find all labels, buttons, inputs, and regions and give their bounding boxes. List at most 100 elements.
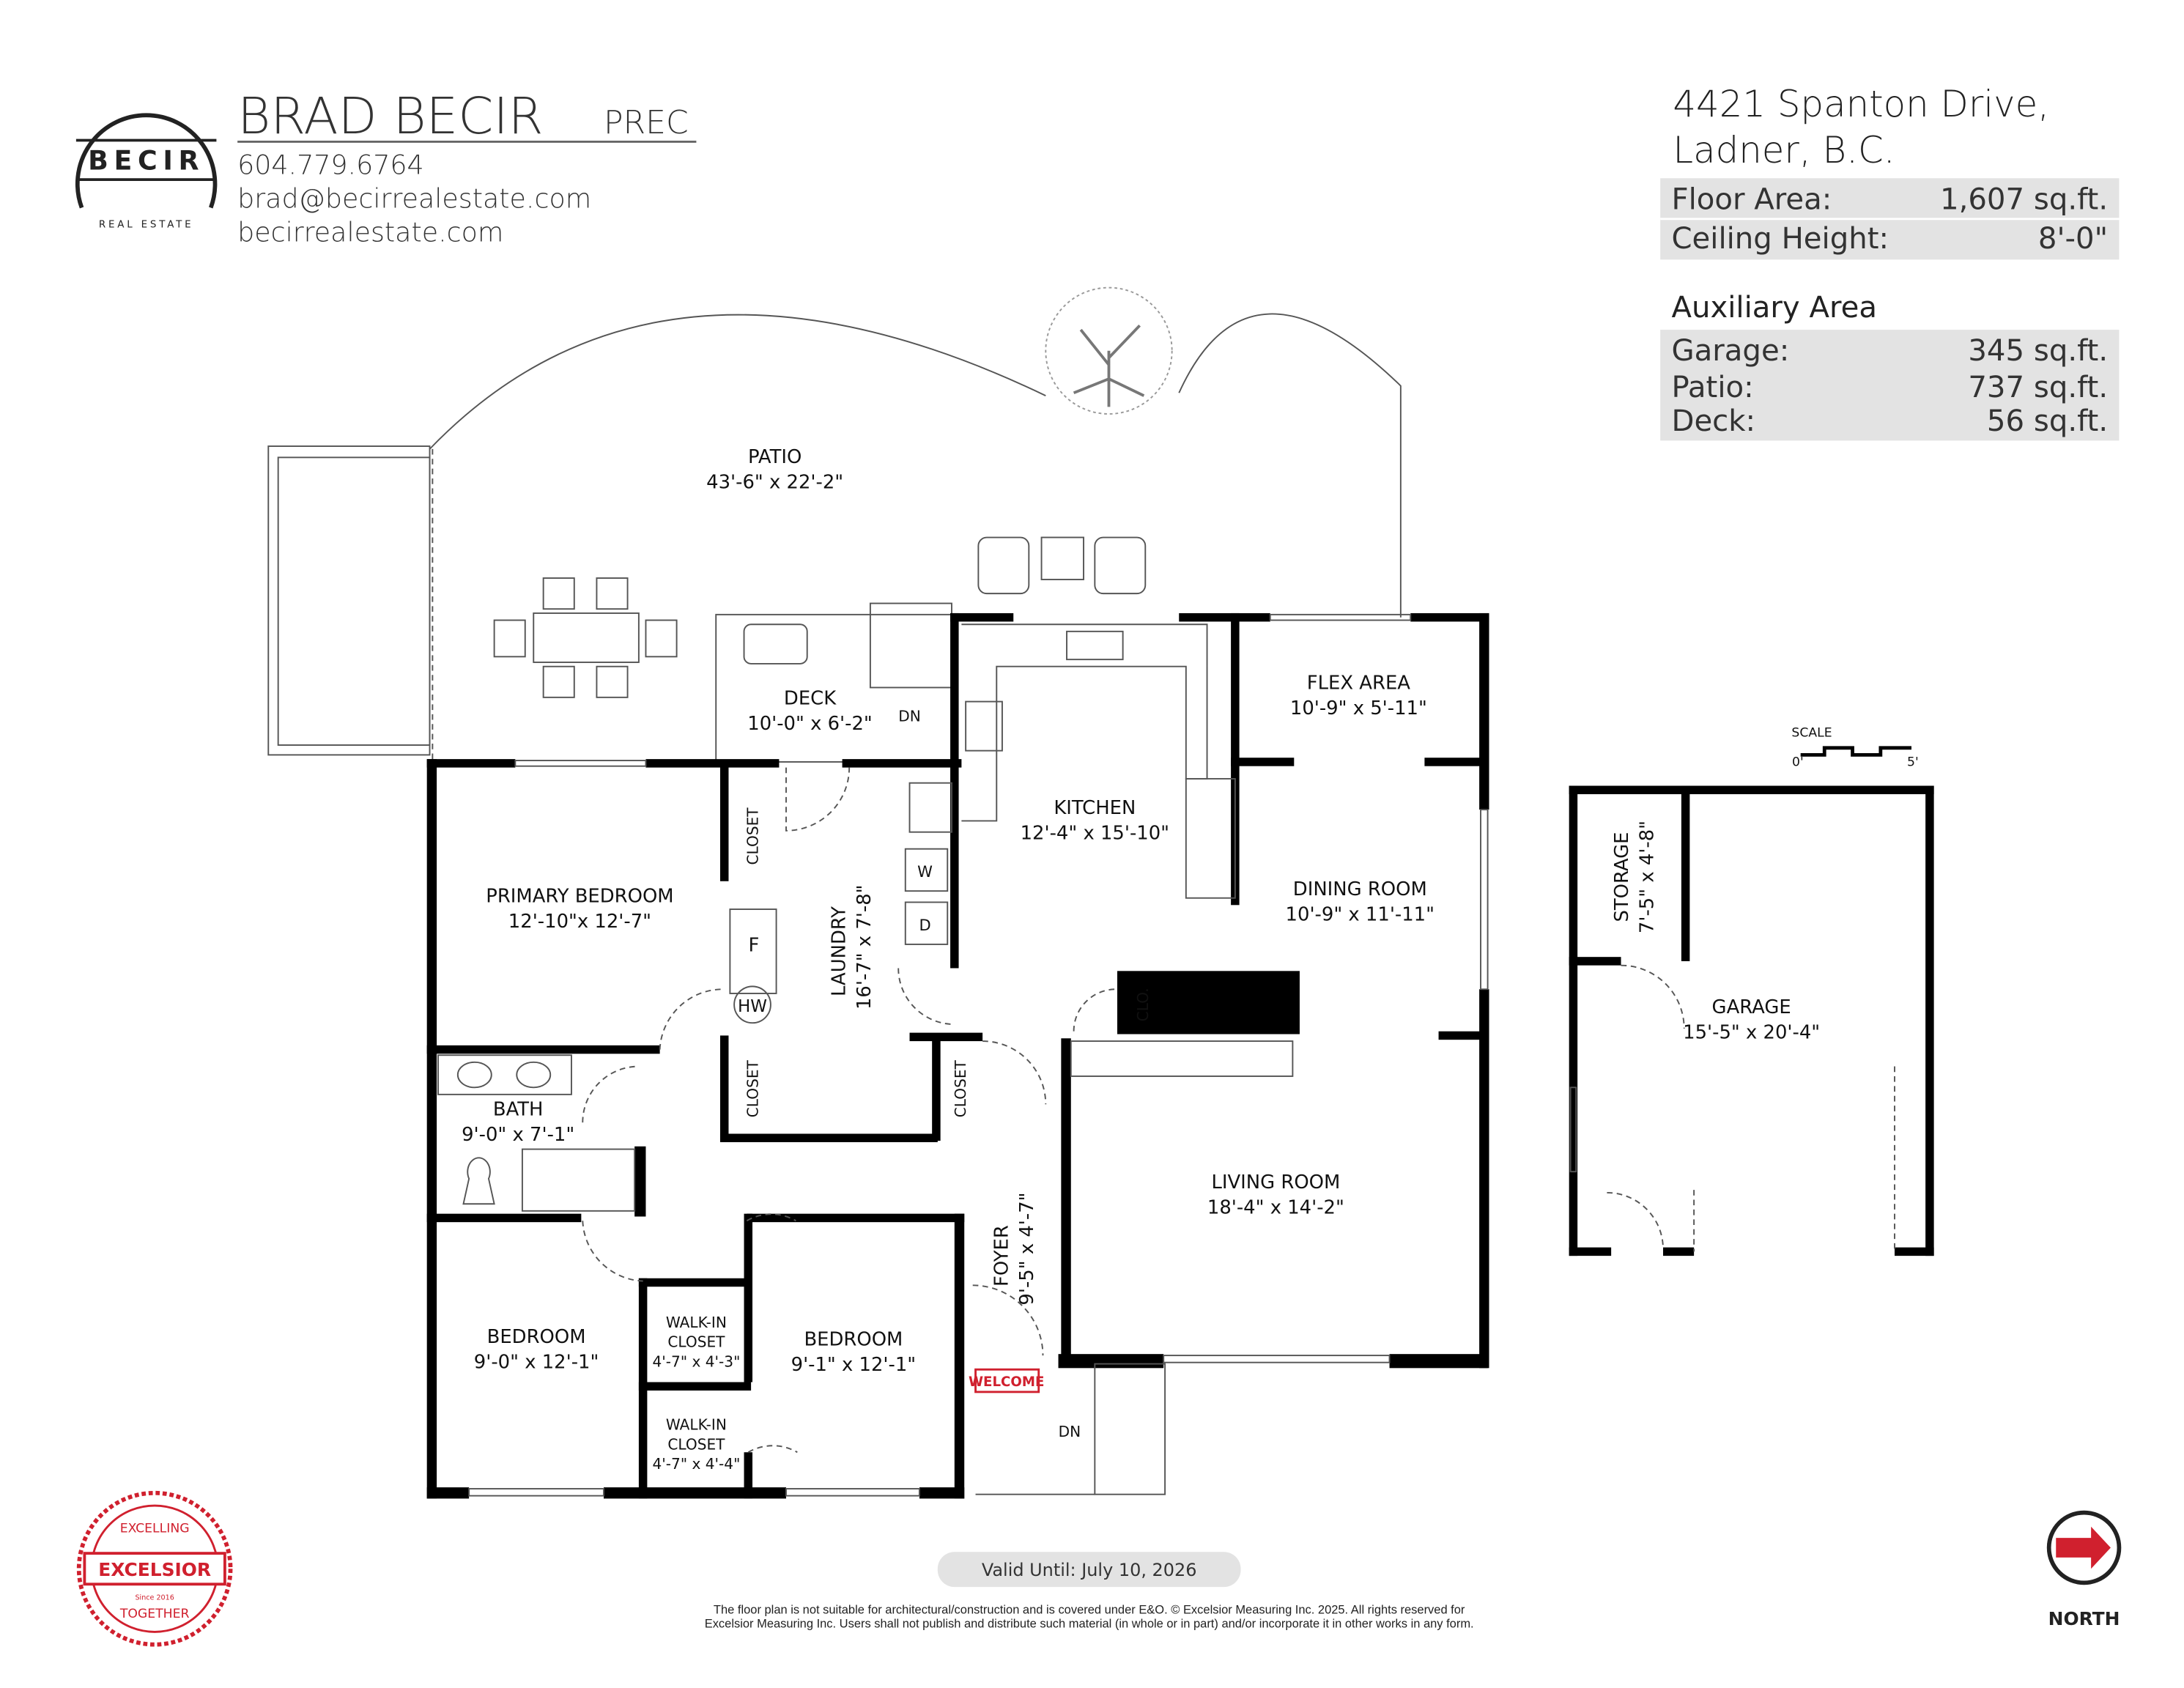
fireplace-hearth <box>1070 1040 1294 1077</box>
garage-area-value: 345 sq.ft. <box>1968 334 2108 368</box>
patio-chairs-icon <box>977 536 1147 595</box>
welcome-mat-label: WELCOME <box>969 1374 1044 1390</box>
deck-name: DECK <box>784 687 837 709</box>
agent-website[interactable]: becirrealestate.com <box>237 216 503 248</box>
north-label: NORTH <box>2048 1608 2120 1629</box>
windows <box>468 613 1489 1497</box>
north-arrow-icon <box>2046 1510 2122 1585</box>
patio-name: PATIO <box>748 446 802 468</box>
patio-dims: 43'-6" x 22'-2" <box>706 471 843 493</box>
logo-subtext: REAL ESTATE <box>99 219 194 230</box>
clo-label: CLO. <box>1134 988 1152 1021</box>
welcome-mat <box>974 1368 1040 1393</box>
laundry-dims: 16'-7" x 7'-8" <box>854 884 876 1010</box>
garage-walls <box>1569 785 1934 1256</box>
bedroom2-name: BEDROOM <box>487 1326 586 1348</box>
freezer-label: F <box>748 935 759 957</box>
badge-middle: EXCELSIOR <box>98 1559 211 1580</box>
primary-bedroom-name: PRIMARY BEDROOM <box>486 885 673 907</box>
primary-closet-label: CLOSET <box>744 807 762 865</box>
storage-dims: 7'-5" x 4'-8" <box>1637 821 1659 933</box>
agent-email[interactable]: brad@becirrealestate.com <box>237 182 591 214</box>
deck-area-value: 56 sq.ft. <box>1987 404 2108 438</box>
hall-closet-label: CLOSET <box>952 1059 969 1117</box>
walkin2-name1: WALK-IN <box>666 1416 727 1434</box>
dryer-icon <box>904 901 949 945</box>
agent-logo: BECIR REAL ESTATE <box>75 113 218 230</box>
kitchen-dims: 12'-4" x 15'-10" <box>1021 822 1169 844</box>
shower-icon <box>521 1148 636 1212</box>
toilet-icon <box>462 1157 495 1205</box>
floor-area-label: Floor Area: <box>1671 182 1832 216</box>
auxiliary-panel <box>1660 330 2120 441</box>
bedroom3-name: BEDROOM <box>804 1329 903 1351</box>
bedroom3-dims: 9'-1" x 12'-1" <box>791 1354 917 1376</box>
vanity-icon <box>437 1054 572 1095</box>
patio-area-label: Patio: <box>1671 371 1753 404</box>
agent-name: BRAD BECIR <box>237 87 543 146</box>
address-line2: Ladner, B.C. <box>1673 129 1895 171</box>
agent-designation: PREC <box>604 104 689 141</box>
laundry-sink-icon <box>908 782 952 833</box>
dryer-label: D <box>919 916 930 934</box>
disclaimer-line2: Excelsior Measuring Inc. Users shall not… <box>705 1618 1474 1631</box>
hot-water-label: HW <box>738 997 767 1016</box>
garage-name: GARAGE <box>1712 996 1791 1018</box>
deck-stairs-down-label: DN <box>898 707 921 725</box>
tree-icon <box>1045 286 1173 415</box>
badge-top: EXCELLING <box>120 1521 190 1536</box>
bbq-icon <box>743 623 808 665</box>
badge-since: Since 2016 <box>135 1593 174 1602</box>
agent-phone[interactable]: 604.779.6764 <box>237 149 424 180</box>
patio-outline <box>267 313 1402 762</box>
scale-max: 5' <box>1907 755 1919 770</box>
primary-bedroom-dims: 12'-10"x 12'-7" <box>508 911 651 933</box>
walkin2-dims: 4'-7" x 4'-4" <box>652 1455 740 1473</box>
badge-bottom: TOGETHER <box>119 1607 190 1621</box>
door-swings <box>582 767 1685 1454</box>
dining-dims: 10'-9" x 11'-11" <box>1286 903 1435 925</box>
flex-name: FLEX AREA <box>1307 672 1410 694</box>
foyer-name: FOYER <box>991 1225 1013 1287</box>
house-walls <box>426 612 1489 1499</box>
auxiliary-title: Auxiliary Area <box>1671 291 1877 325</box>
dining-name: DINING ROOM <box>1293 878 1427 900</box>
garage-dims: 15'-5" x 20'-4" <box>1683 1021 1820 1043</box>
kitchen-counters <box>961 623 1236 899</box>
washer-icon <box>904 848 949 892</box>
storage-name: STORAGE <box>1611 832 1633 922</box>
living-room-dims: 18'-4" x 14'-2" <box>1207 1197 1344 1219</box>
patio-area-value: 737 sq.ft. <box>1968 371 2108 404</box>
address-line1: 4421 Spanton Drive, <box>1673 83 2049 125</box>
hot-water-tank-icon <box>733 985 771 1024</box>
fridge-icon <box>1185 777 1236 899</box>
bedroom2-dims: 9'-0" x 12'-1" <box>474 1351 599 1373</box>
flex-dims: 10'-9" x 5'-11" <box>1290 697 1427 719</box>
bath-dims: 9'-0" x 7'-1" <box>462 1124 574 1146</box>
disclaimer-line1: The floor plan is not suitable for archi… <box>714 1603 1465 1616</box>
freezer-icon <box>729 908 777 994</box>
deck-dims: 10'-0" x 6'-2" <box>747 713 873 735</box>
ceiling-height-value: 8'-0" <box>2038 222 2108 256</box>
front-stairs-down-label: DN <box>1059 1423 1081 1440</box>
walkin1-name1: WALK-IN <box>666 1314 727 1331</box>
foyer-dims: 9'-5" x 4'-7" <box>1016 1192 1038 1305</box>
washer-label: W <box>917 862 933 881</box>
scale-min: 0' <box>1792 755 1804 770</box>
garage-area-label: Garage: <box>1671 334 1789 368</box>
stove-icon <box>965 700 1003 752</box>
scale-label: SCALE <box>1791 725 1832 740</box>
laundry-closet-label: CLOSET <box>744 1059 762 1117</box>
front-stairs <box>1094 1363 1166 1495</box>
scale-bar: SCALE 0' 5' <box>1791 725 1918 769</box>
sink-icon <box>1066 630 1124 661</box>
bath-name: BATH <box>493 1099 544 1121</box>
laundry-name: LAUNDRY <box>828 906 850 996</box>
ceiling-height-label: Ceiling Height: <box>1671 222 1889 256</box>
floor-area-value: 1,607 sq.ft. <box>1940 182 2108 216</box>
living-room-name: LIVING ROOM <box>1211 1171 1340 1193</box>
excelsior-badge: EXCELLING EXCELSIOR Since 2016 TOGETHER <box>76 1490 233 1647</box>
valid-until-text: Valid Until: July 10, 2026 <box>982 1560 1197 1580</box>
deck-stairs <box>869 602 952 689</box>
